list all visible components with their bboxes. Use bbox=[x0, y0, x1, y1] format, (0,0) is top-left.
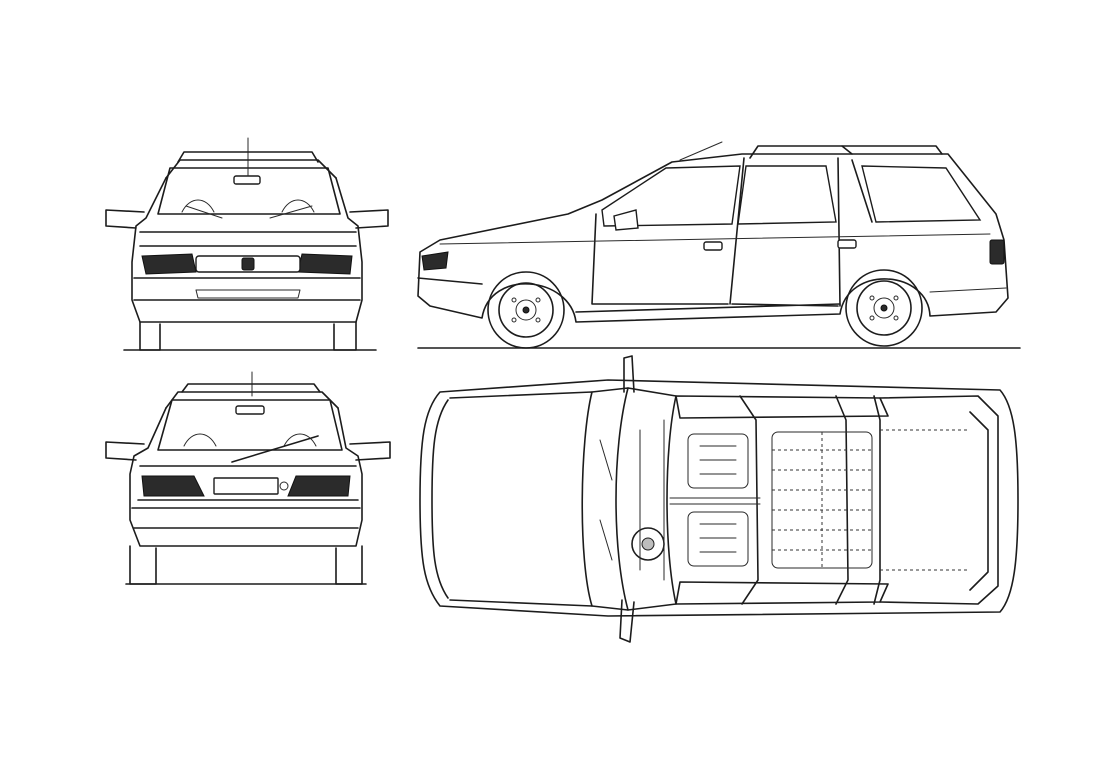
front-view bbox=[105, 137, 389, 351]
side-view bbox=[417, 141, 1021, 349]
top-view bbox=[419, 355, 1019, 643]
rear-view bbox=[105, 371, 391, 585]
